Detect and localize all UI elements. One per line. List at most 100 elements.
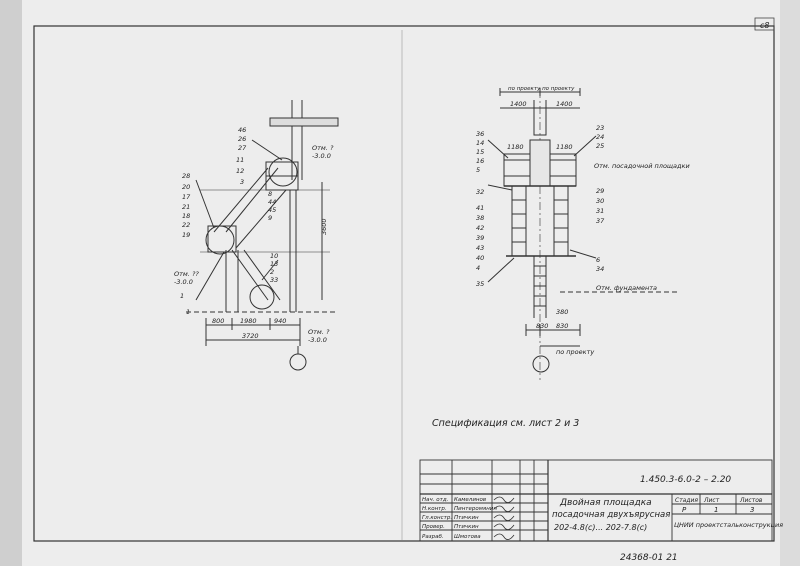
- callout: 30: [596, 197, 604, 205]
- drawing-code: 1.450.3-6.0-2 – 2.20: [640, 475, 731, 485]
- stage-label: Стадия: [675, 497, 698, 504]
- dim-b2: 830: [556, 322, 568, 330]
- callout: 40: [476, 254, 484, 262]
- left-elevations: Отм. ? -3.0.0 Отм. ?? -3.0.0 Отм. ? -3.0…: [174, 144, 334, 344]
- callout: 43: [476, 244, 484, 252]
- name: Пинтеромянин: [454, 506, 497, 512]
- callout: 16: [476, 157, 484, 165]
- role: Провер.: [422, 524, 445, 530]
- title-line-1: Двойная площадка: [559, 498, 652, 508]
- callout: 39: [476, 234, 484, 242]
- dim-940: 940: [274, 317, 286, 325]
- name: Птичкин: [454, 515, 479, 521]
- title-line-2: посадочная двухъярусная: [552, 510, 670, 520]
- callout: 41: [476, 204, 484, 212]
- sheets-label: Листов: [739, 497, 763, 504]
- elevation-mark-bottom-value: -3.0.0: [308, 336, 327, 344]
- elevation-mark-bottom: Отм. ?: [308, 328, 330, 336]
- name: Камелинов: [454, 497, 486, 503]
- callout: 14: [476, 139, 484, 147]
- right-callouts: по проекту по проекту 1400 1400 1180 118…: [476, 86, 690, 356]
- name: Шмотова: [454, 534, 481, 540]
- label-platform: Отм. посадочной площадки: [594, 162, 690, 170]
- callout: 13: [270, 260, 278, 268]
- label-foundation: Отм. фундамента: [596, 284, 657, 292]
- callout: 8: [268, 190, 272, 198]
- right-section-drawing: [487, 88, 680, 380]
- dim-c1: 1180: [507, 143, 524, 151]
- dim-top: по проекту по проекту: [508, 86, 575, 92]
- dim-3600: 3600: [320, 218, 328, 235]
- sheet-label: Лист: [703, 497, 720, 504]
- callout: 22: [182, 221, 190, 229]
- dim-3720: 3720: [242, 332, 259, 340]
- binding-edge: [0, 0, 22, 566]
- callout: 6: [596, 256, 600, 264]
- corner-number: с8: [760, 21, 770, 30]
- callout: 38: [476, 214, 484, 222]
- role: Нач. отд.: [422, 497, 449, 503]
- dim-w2: 1400: [556, 100, 573, 108]
- callout: 1: [186, 308, 190, 316]
- dim-c2: 1180: [556, 143, 573, 151]
- sheets-value: 3: [750, 506, 754, 514]
- callout: 46: [238, 126, 246, 134]
- role: Разраб.: [422, 534, 444, 540]
- callout: 10: [270, 252, 278, 260]
- bottom-stamp: 24368-01 21: [620, 553, 678, 563]
- callout: 20: [182, 183, 190, 191]
- elevation-mark-mid-value: -3.0.0: [174, 278, 193, 286]
- callout: 19: [182, 231, 190, 239]
- sheet-value: 1: [714, 506, 718, 514]
- drawing-frame: [33, 25, 775, 542]
- left-callouts: 46 26 27 11 12 3 28 20 17 21 18 22 19 8 …: [180, 126, 278, 316]
- callout: 32: [476, 188, 484, 196]
- callout: 35: [476, 280, 484, 288]
- dim-bottom: по проекту: [556, 348, 594, 356]
- callout: 24: [596, 133, 604, 141]
- callout: 26: [238, 135, 246, 143]
- elevation-mark-top-value: -3.0.0: [312, 152, 331, 160]
- callout: 45: [268, 206, 276, 214]
- callout: 11: [236, 156, 244, 164]
- callout: 4: [476, 264, 480, 272]
- callout: 44: [268, 198, 276, 206]
- callout: 5: [476, 166, 480, 174]
- organization: ЦНИИ проектстальконструкция: [674, 521, 783, 529]
- dim-b1: 830: [536, 322, 548, 330]
- role: Гл.констр.: [422, 515, 452, 521]
- callout: 1: [180, 292, 184, 300]
- callout: 3: [240, 178, 244, 186]
- callout: 28: [182, 172, 190, 180]
- elevation-mark-top: Отм. ?: [312, 144, 334, 152]
- callout: 27: [238, 144, 247, 152]
- title-block: [419, 459, 773, 542]
- name: Птичкин: [454, 524, 479, 530]
- callout: 2: [270, 268, 274, 276]
- dim-b3: 380: [556, 308, 568, 316]
- dim-w1: 1400: [510, 100, 527, 108]
- callout: 18: [182, 212, 190, 220]
- callout: 34: [596, 265, 604, 273]
- signatures: [493, 496, 515, 540]
- dim-800: 800: [212, 317, 224, 325]
- callout: 37: [596, 217, 605, 225]
- callout: 21: [182, 203, 190, 211]
- title-line-3: 202-4.8(с)... 202-7.8(с): [554, 523, 647, 532]
- callout: 33: [270, 276, 278, 284]
- dim-1980: 1980: [240, 317, 257, 325]
- callout: 15: [476, 148, 484, 156]
- callout: 42: [476, 224, 484, 232]
- role: Н.контр.: [422, 506, 447, 512]
- callout: 36: [476, 130, 484, 138]
- callout: 31: [596, 207, 604, 215]
- callout: 12: [236, 167, 244, 175]
- callout: 9: [268, 214, 272, 222]
- title-block-text: 1.450.3-6.0-2 – 2.20 Двойная площадка по…: [422, 475, 783, 540]
- callout: 23: [596, 124, 604, 132]
- elevation-mark-mid: Отм. ??: [174, 270, 199, 278]
- callout: 29: [596, 187, 604, 195]
- callout: 17: [182, 193, 191, 201]
